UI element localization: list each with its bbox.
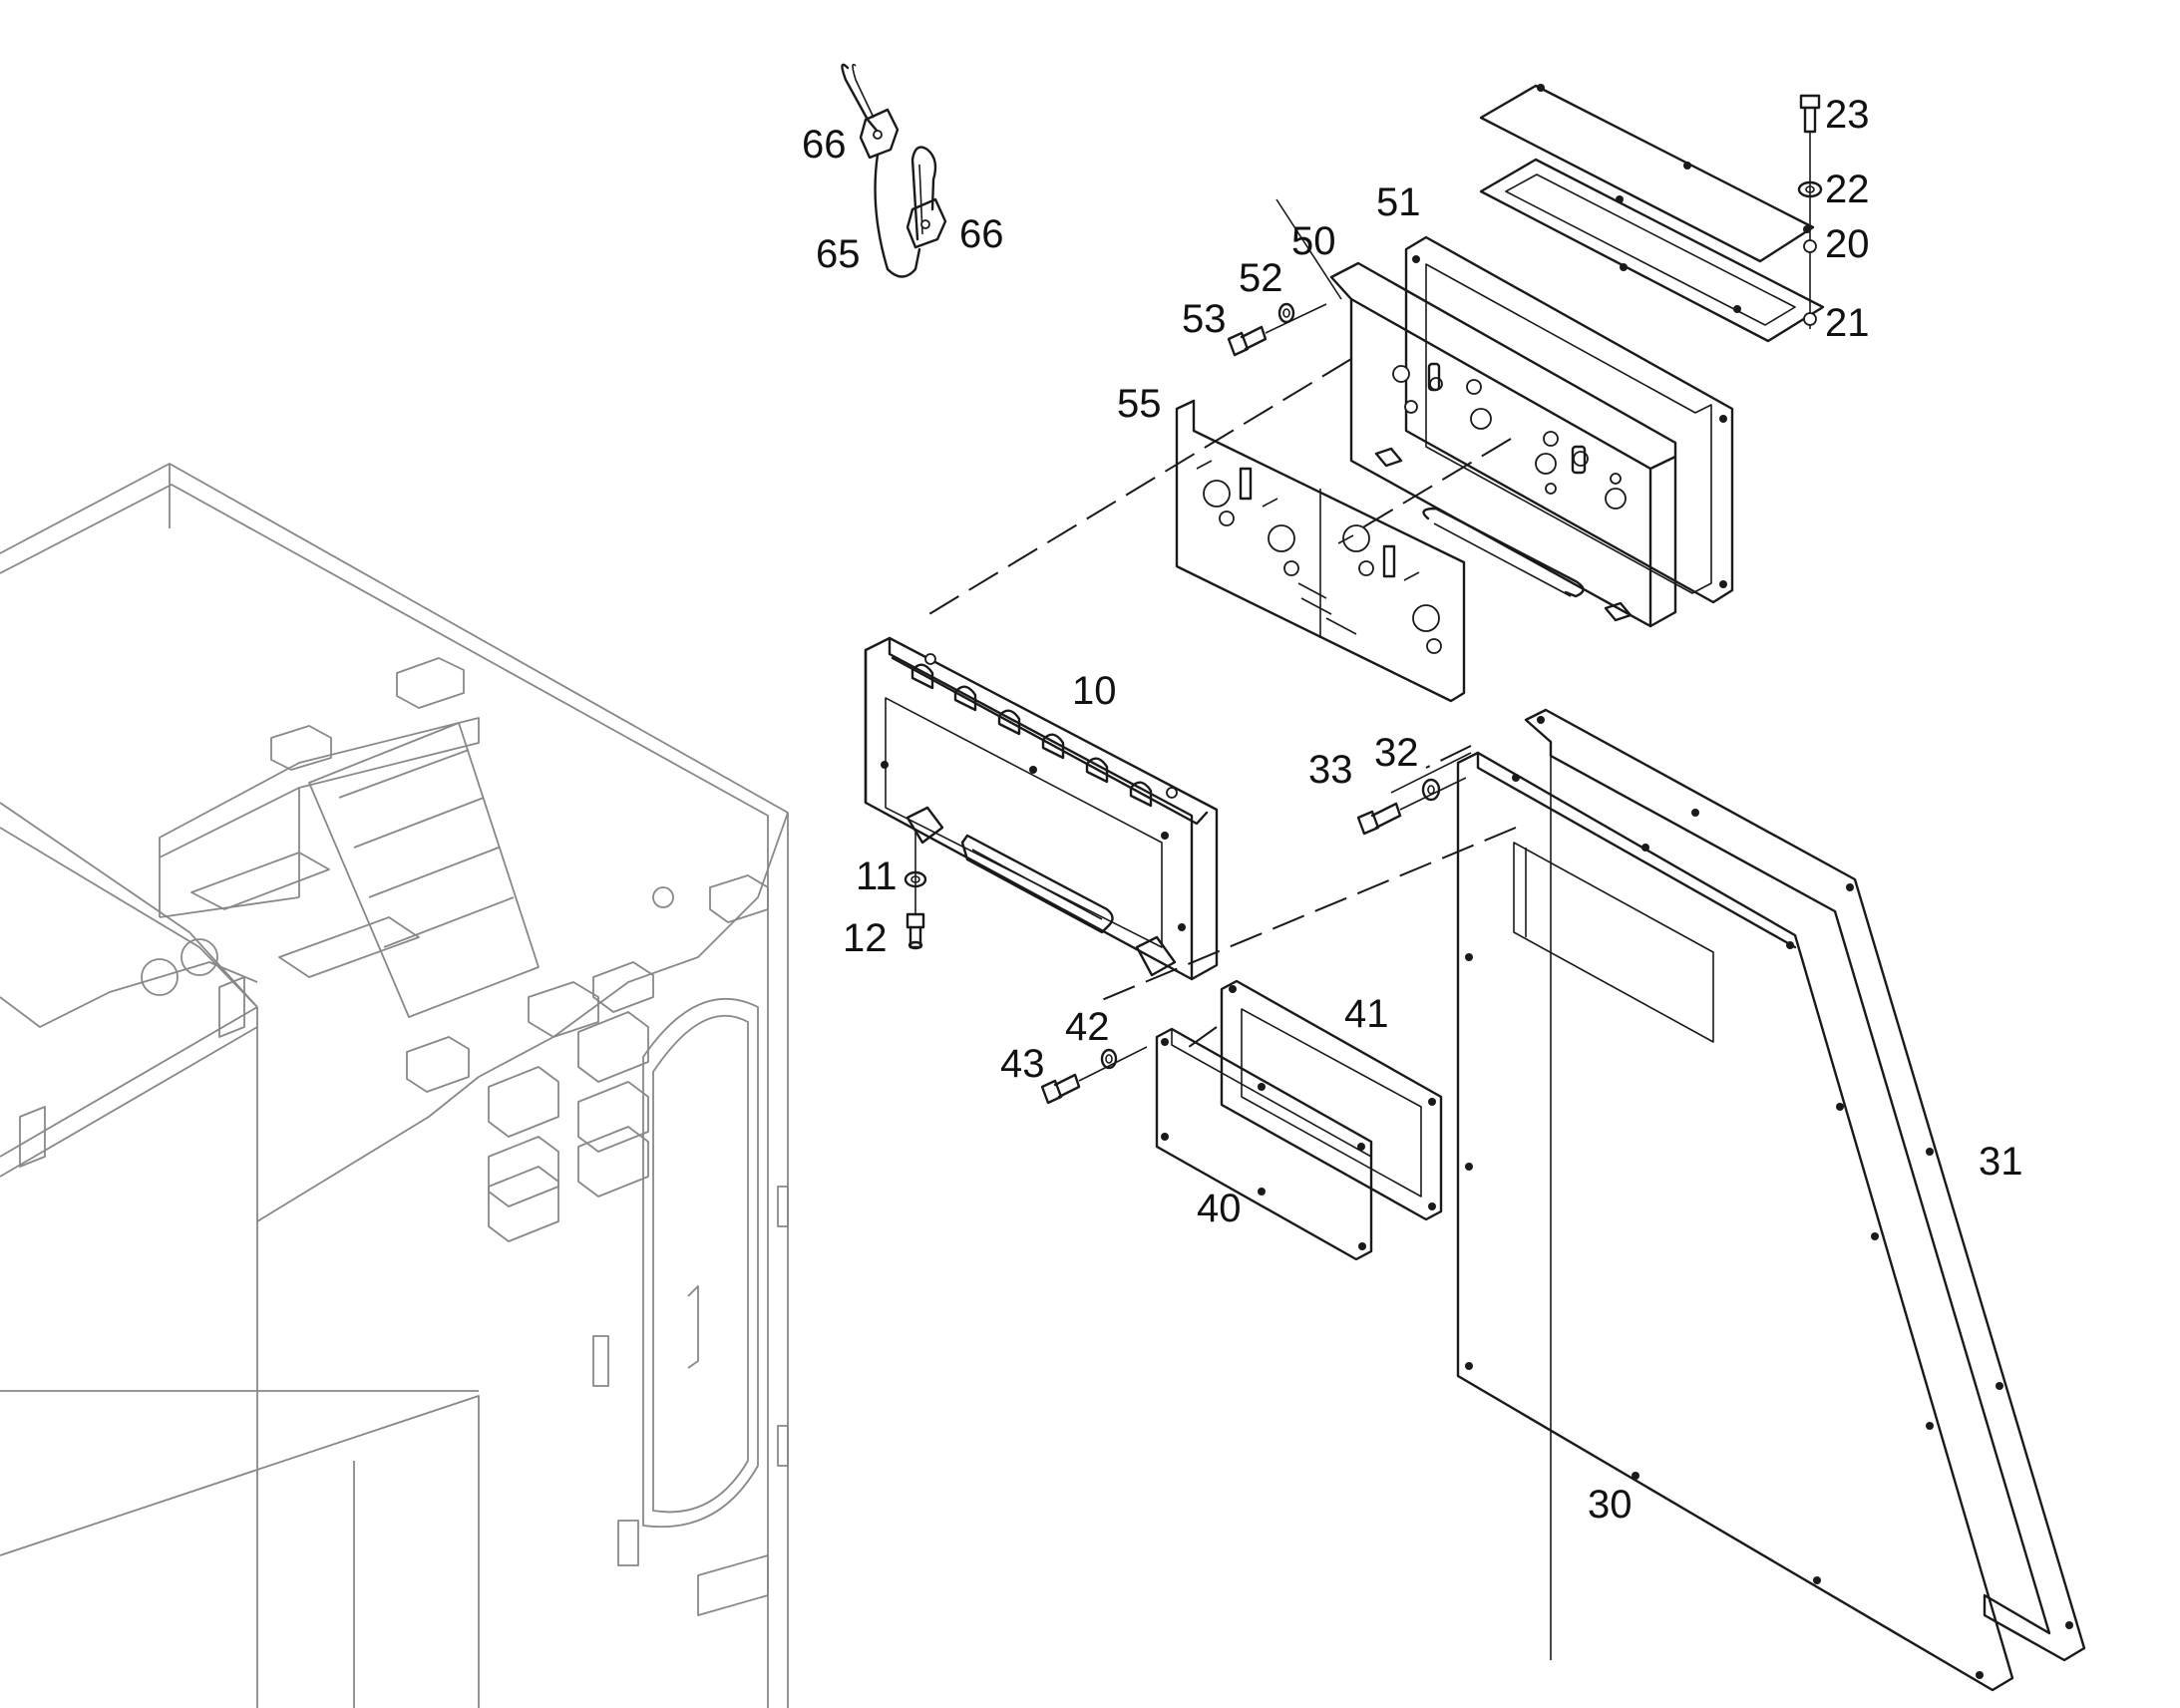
callout-52: 52: [1239, 256, 1283, 300]
callout-43: 43: [1000, 1042, 1045, 1086]
part-66-clip-lower: [906, 197, 947, 249]
callout-labels: 23 22 20 21 51 50 52 53 55 10 11 12 33 3…: [802, 93, 2023, 1527]
part-10-hinged-tray: [864, 636, 1219, 981]
callout-20: 20: [1825, 222, 1870, 266]
callout-51: 51: [1376, 180, 1421, 224]
callout-32: 32: [1374, 731, 1419, 775]
part-33-bolt: [1356, 777, 1467, 836]
part-40-cover-plate: [1155, 1027, 1373, 1261]
part-51-gasket-frame: [1404, 235, 1734, 604]
part-20-gasket: [1479, 158, 1825, 343]
part-50-mounting-plate: [1329, 261, 1677, 628]
part-21-cover-plate: [1479, 84, 1815, 263]
callout-22: 22: [1825, 168, 1870, 211]
callout-21: 21: [1825, 301, 1870, 345]
callout-66-right: 66: [959, 212, 1004, 256]
part-53-screw: [1227, 303, 1327, 357]
callout-50: 50: [1291, 219, 1336, 263]
part-41-gasket: [1220, 979, 1443, 1221]
callout-30: 30: [1588, 1483, 1633, 1527]
part-55-label-plate: [1175, 399, 1466, 703]
callout-41: 41: [1344, 992, 1389, 1036]
callout-42: 42: [1065, 1005, 1110, 1049]
part-42-washer: [1100, 1048, 1118, 1070]
part-66-clip-upper: [859, 108, 900, 160]
callout-31: 31: [1979, 1140, 2023, 1184]
callout-53: 53: [1182, 297, 1227, 341]
callout-10: 10: [1072, 669, 1117, 713]
callout-12: 12: [843, 916, 888, 960]
callout-55: 55: [1117, 382, 1162, 426]
callout-33: 33: [1308, 748, 1353, 792]
callout-66-top: 66: [802, 123, 847, 167]
part-32-washer: [1421, 778, 1441, 802]
machine-housing-context: [0, 463, 789, 1708]
callout-40: 40: [1197, 1187, 1242, 1230]
alignment-lines: [921, 198, 1517, 1053]
part-31-large-gasket: [1524, 708, 2086, 1662]
part-22-washer: [1797, 180, 1823, 198]
callout-11: 11: [856, 854, 898, 898]
part-23-bolt: [1799, 94, 1821, 329]
callout-23: 23: [1825, 93, 1870, 137]
part-52-washer: [1277, 302, 1295, 324]
part-30-side-panel: [1456, 751, 2014, 1692]
part-43-screw: [1040, 1046, 1148, 1105]
part-12-bolt: [906, 833, 925, 950]
callout-65: 65: [816, 232, 861, 276]
